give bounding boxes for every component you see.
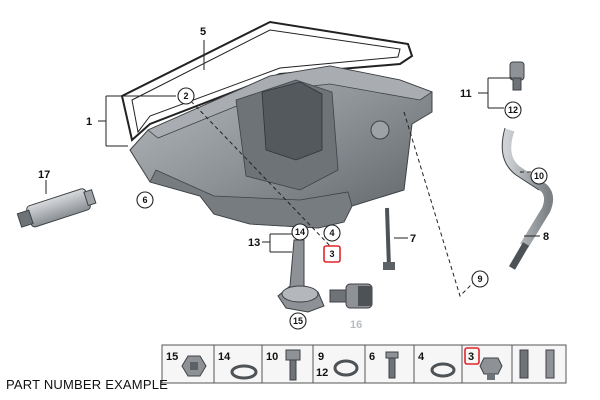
connector-16 bbox=[329, 283, 373, 309]
callout-2[interactable]: 2 bbox=[177, 87, 195, 105]
strip-stud bbox=[519, 349, 555, 379]
callout-3-highlighted[interactable]: 3 bbox=[323, 245, 341, 263]
strip-screw-6 bbox=[385, 351, 399, 379]
svg-text:15: 15 bbox=[293, 316, 303, 326]
callout-15[interactable]: 15 bbox=[289, 312, 307, 330]
callout-6[interactable]: 6 bbox=[136, 191, 154, 209]
svg-text:12: 12 bbox=[508, 105, 518, 115]
gasket bbox=[120, 20, 414, 142]
leader-1 bbox=[98, 95, 128, 147]
strip-ring-14 bbox=[230, 364, 258, 380]
label-8[interactable]: 8 bbox=[543, 231, 549, 243]
label-17[interactable]: 17 bbox=[38, 169, 50, 181]
strip-nut-15 bbox=[181, 355, 207, 377]
svg-text:4: 4 bbox=[329, 228, 334, 238]
strip-dividers bbox=[213, 345, 513, 383]
strip-label-6[interactable]: 6 bbox=[369, 351, 375, 363]
screw-7 bbox=[385, 207, 391, 269]
strip-label-3[interactable]: 3 bbox=[468, 351, 474, 363]
part-number-example-caption: PART NUMBER EXAMPLE bbox=[6, 377, 169, 392]
label-5[interactable]: 5 bbox=[200, 26, 206, 38]
svg-text:10: 10 bbox=[534, 171, 544, 181]
label-1[interactable]: 1 bbox=[86, 116, 92, 128]
strip-label-14[interactable]: 14 bbox=[218, 351, 231, 363]
dipstick-tube-lower bbox=[508, 242, 530, 270]
svg-text:6: 6 bbox=[142, 195, 147, 205]
oil-pan-well bbox=[261, 81, 323, 161]
callout-4[interactable]: 4 bbox=[323, 224, 341, 242]
strip-plug-3 bbox=[479, 357, 503, 380]
dipstick-guide-tube bbox=[502, 128, 554, 249]
oil-pan-rim bbox=[147, 65, 433, 139]
oil-pan-front bbox=[149, 169, 353, 229]
label-7[interactable]: 7 bbox=[410, 233, 416, 245]
sealant-tube-17 bbox=[16, 188, 97, 228]
label-11[interactable]: 11 bbox=[460, 88, 472, 100]
gasket-inner bbox=[131, 29, 401, 134]
label-13[interactable]: 13 bbox=[248, 237, 260, 249]
dashed-3 bbox=[185, 95, 333, 249]
dipstick-cap bbox=[509, 61, 525, 91]
strip-bolt-10 bbox=[285, 349, 301, 381]
strip-ring-9 bbox=[333, 359, 359, 377]
svg-text:9: 9 bbox=[477, 274, 482, 284]
strip-ring-4 bbox=[430, 362, 456, 378]
strip-label-10[interactable]: 10 bbox=[266, 351, 278, 363]
strip-label-9[interactable]: 9 bbox=[318, 351, 324, 363]
label-16[interactable]: 16 bbox=[350, 319, 362, 331]
drain-boss bbox=[370, 120, 390, 140]
callout-9[interactable]: 9 bbox=[471, 270, 489, 288]
strip-label-4[interactable]: 4 bbox=[418, 351, 425, 363]
callout-14[interactable]: 14 bbox=[291, 223, 309, 241]
callout-10[interactable]: 10 bbox=[530, 167, 548, 185]
dashed-9 bbox=[403, 111, 483, 297]
svg-text:3: 3 bbox=[329, 249, 334, 259]
svg-text:14: 14 bbox=[295, 227, 305, 237]
dipstick-tube-outline bbox=[501, 127, 540, 191]
strip-label-12[interactable]: 12 bbox=[316, 367, 328, 379]
screw-7-head bbox=[383, 262, 395, 270]
strip-highlight-3[interactable] bbox=[464, 347, 480, 365]
svg-text:2: 2 bbox=[183, 91, 188, 101]
callout-12[interactable]: 12 bbox=[504, 101, 522, 119]
strip-label-15[interactable]: 15 bbox=[166, 351, 178, 363]
leader-13 bbox=[262, 233, 292, 253]
sensor-flange bbox=[281, 285, 319, 303]
leader-11 bbox=[478, 77, 512, 109]
